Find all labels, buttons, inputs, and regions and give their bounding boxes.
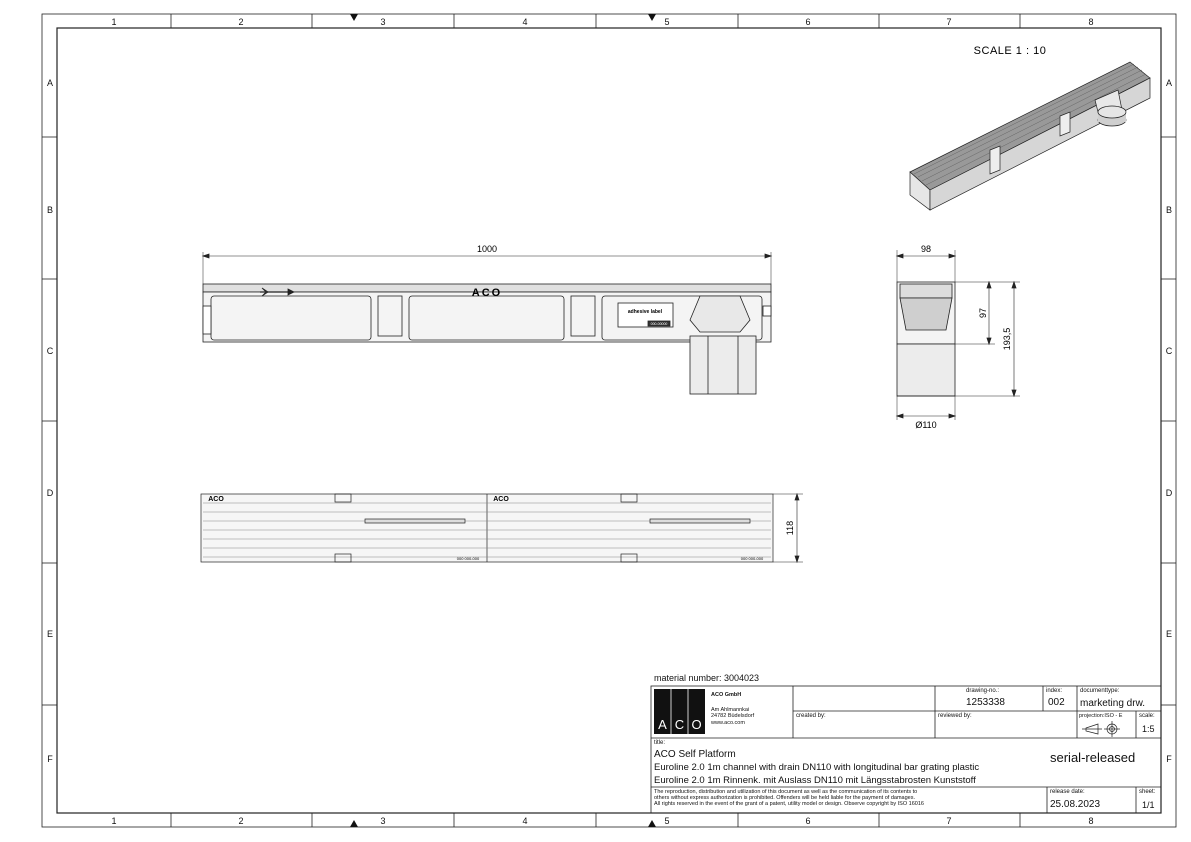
- company-name: ACO GmbH: [711, 692, 742, 698]
- outer-frame: [41, 13, 1177, 828]
- title-block-grid: [650, 685, 1162, 814]
- created-by-label: created by:: [796, 713, 826, 719]
- side-label-code: 000-00000: [651, 322, 668, 326]
- row-label-left: B: [47, 205, 53, 215]
- row-label-right: C: [1166, 346, 1173, 356]
- section-width-dim: 98: [921, 244, 931, 254]
- side-brand: ACO: [472, 287, 502, 299]
- drawing-no: 1253338: [966, 697, 1005, 708]
- copyright-line1: The reproduction, distribution and utili…: [654, 789, 918, 795]
- top-width-dim: 118: [785, 521, 795, 535]
- col-label-bottom: 1: [111, 816, 116, 826]
- title-line1: ACO Self Platform: [654, 749, 736, 760]
- col-label-top: 4: [522, 17, 527, 27]
- row-label-left: D: [47, 488, 54, 498]
- sheet-value: 1/1: [1142, 800, 1155, 810]
- drawing-no-label: drawing-no.:: [966, 688, 1000, 694]
- top-code-right: 000 000-000: [741, 556, 764, 561]
- reviewed-by-label: reviewed by:: [938, 713, 972, 719]
- row-label-left: F: [47, 754, 53, 764]
- col-label-top: 5: [664, 17, 669, 27]
- status-badge: serial-released: [1050, 750, 1136, 765]
- scale-value: 1:5: [1142, 724, 1155, 734]
- scale-label: SCALE 1 : 10: [974, 45, 1047, 57]
- side-label-text: adhesive label: [628, 309, 663, 315]
- center-mark-bottom-left: [350, 820, 358, 827]
- col-label-bottom: 4: [522, 816, 527, 826]
- col-label-bottom: 7: [946, 816, 951, 826]
- top-code-left: 000 000-000: [457, 556, 480, 561]
- document-type: marketing drw.: [1080, 698, 1146, 709]
- sheet-label: sheet:: [1139, 789, 1156, 795]
- logo-letter: O: [691, 717, 701, 732]
- col-label-bottom: 6: [805, 816, 810, 826]
- center-mark-bottom-right: [648, 820, 656, 827]
- side-view: [201, 252, 773, 395]
- side-length-dim: 1000: [477, 244, 497, 254]
- material-number: material number: 3004023: [654, 673, 760, 683]
- row-label-left: C: [47, 346, 54, 356]
- col-label-bottom: 5: [664, 816, 669, 826]
- col-label-top: 2: [238, 17, 243, 27]
- row-label-right: E: [1166, 629, 1172, 639]
- col-label-bottom: 2: [238, 816, 243, 826]
- index-value: 002: [1048, 697, 1065, 708]
- center-mark-top-left: [350, 14, 358, 21]
- row-label-right: A: [1166, 78, 1172, 88]
- aco-logo: A C O: [654, 689, 705, 734]
- row-label-right: B: [1166, 205, 1172, 215]
- top-brand-left: ACO: [208, 496, 224, 503]
- center-mark-top-right: [648, 14, 656, 21]
- top-brand-right: ACO: [493, 496, 509, 503]
- row-label-right: D: [1166, 488, 1173, 498]
- scale-field-label: scale:: [1139, 713, 1155, 719]
- address-line1: Am Ahlmannkai: [711, 707, 750, 713]
- document-type-label: documenttype:: [1080, 688, 1120, 694]
- title-label: title:: [654, 740, 666, 746]
- section-outlet-dim: Ø110: [915, 420, 936, 430]
- grid-ticks: [42, 14, 1176, 827]
- row-label-left: A: [47, 78, 53, 88]
- top-view: [200, 492, 803, 564]
- section-total-height-dim: 193,5: [1002, 328, 1012, 351]
- col-label-top: 3: [380, 17, 385, 27]
- section-inner-height-dim: 97: [978, 308, 988, 318]
- release-date-label: release date:: [1050, 789, 1085, 795]
- section-view: [895, 250, 1020, 420]
- inner-frame: [56, 27, 1162, 814]
- isometric-view: [909, 61, 1151, 211]
- row-label-right: F: [1166, 754, 1172, 764]
- address-line2: 24782 Büdelsdorf: [711, 713, 755, 719]
- index-label: index:: [1046, 688, 1063, 694]
- projection-symbol-icon: [1082, 721, 1120, 737]
- col-label-top: 7: [946, 17, 951, 27]
- title-line2: Euroline 2.0 1m channel with drain DN110…: [654, 762, 980, 773]
- copyright-line2: others without express authorization is …: [654, 795, 915, 801]
- logo-letter: C: [675, 717, 684, 732]
- projection-label: projection:ISO - E: [1079, 713, 1123, 719]
- copyright-line3: All rights reserved in the event of the …: [654, 801, 924, 807]
- col-label-top: 1: [111, 17, 116, 27]
- row-label-left: E: [47, 629, 53, 639]
- logo-letter: A: [658, 717, 667, 732]
- col-label-bottom: 3: [380, 816, 385, 826]
- col-label-top: 6: [805, 17, 810, 27]
- website: www.aco.com: [711, 720, 745, 726]
- release-date: 25.08.2023: [1050, 799, 1101, 810]
- col-label-top: 8: [1088, 17, 1093, 27]
- col-label-bottom: 8: [1088, 816, 1093, 826]
- title-line3: Euroline 2.0 1m Rinnenk. mit Auslass DN1…: [654, 775, 976, 786]
